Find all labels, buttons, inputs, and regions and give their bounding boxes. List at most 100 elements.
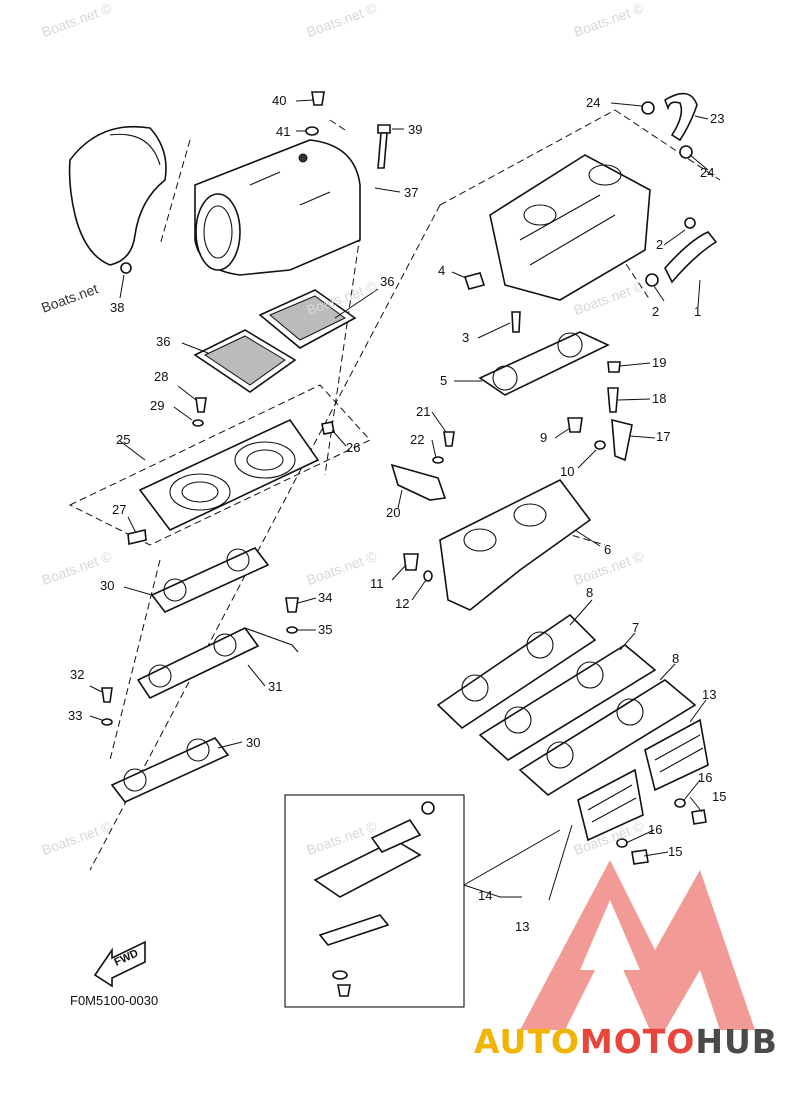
bolt-15-lower [631,849,649,865]
callout-6: 6 [604,542,612,557]
reed-valve-inset-box [284,794,465,1008]
gasket-5 [478,331,610,396]
callout-40: 40 [272,93,287,108]
washer-12-drawing [423,570,433,582]
callout-36-left: 36 [156,334,171,349]
brand-wordmark: AUTOMOTOHUB [474,1022,778,1061]
callout-31: 31 [268,679,283,694]
bolt-39-drawing [377,124,391,169]
callout-21: 21 [416,404,431,419]
plate-7 [478,644,657,761]
callout-29: 29 [150,398,165,413]
callout-30-upper: 30 [100,578,115,593]
callout-15-lower: 15 [668,844,683,859]
brand-part-hub: HUB [695,1022,778,1061]
callout-13-right: 13 [702,687,717,702]
bolt-11-drawing [403,553,419,571]
callout-30-lower: 30 [246,735,261,750]
intake-elbow-duct [68,125,167,274]
gasket-8-upper [436,613,597,730]
washer-16-upper [674,798,686,808]
bolt-15-upper [691,809,707,825]
callout-34: 34 [318,590,333,605]
callout-39: 39 [408,122,423,137]
washer-22-drawing [432,456,444,464]
bolt-32-drawing [101,687,113,703]
washer-29-drawing [192,419,204,427]
callout-27: 27 [112,502,127,517]
callout-20: 20 [386,505,401,520]
gasket-30-lower [110,737,230,803]
callout-16-lower: 16 [648,822,663,837]
clamp-2-upper [684,217,696,229]
flame-arrester-screens [193,289,357,393]
callout-16-upper: 16 [698,770,713,785]
callout-13-bottom: 13 [515,919,530,934]
callout-15-upper: 15 [712,789,727,804]
callout-1: 1 [694,304,702,319]
clamp-2-lower [645,273,659,287]
reed-valve-13-upper [644,718,709,792]
callout-36-right: 36 [380,274,395,289]
callout-22: 22 [410,432,425,447]
brand-part-moto: MOTO [579,1022,696,1061]
washer-35-drawing [286,626,298,634]
figure-code: F0M5100-0030 [70,993,159,1008]
callout-28: 28 [154,369,169,384]
gasket-8-lower [518,679,697,796]
screw-18-drawing [607,387,619,413]
hose-1-drawing [664,231,718,284]
fwd-arrow-icon [93,940,146,988]
washer-33-drawing [101,718,113,726]
callout-37: 37 [404,185,419,200]
clamp-24-lower [679,145,693,159]
spacer-31 [136,626,299,700]
callout-23: 23 [710,111,725,126]
callout-8-lower: 8 [672,651,680,666]
bracket-20-drawing [390,463,447,501]
bolt-34-drawing [285,597,299,613]
bracket-17-drawing [611,418,633,462]
callout-5: 5 [440,373,448,388]
callout-17: 17 [656,429,671,444]
callout-32: 32 [70,667,85,682]
fitting-26-drawing [321,421,335,435]
carburetor-assembly [489,154,651,301]
manifold-6 [439,478,592,611]
brand-part-auto: AUTO [474,1022,580,1061]
callout-19: 19 [652,355,667,370]
callout-38: 38 [110,300,125,315]
callout-33: 33 [68,708,83,723]
callout-12: 12 [395,596,410,611]
intake-manifold-25 [138,418,320,532]
callout-35: 35 [318,622,333,637]
callout-24-upper: 24 [586,95,601,110]
ring-41-drawing [305,126,319,136]
callout-7: 7 [632,620,640,635]
cap-40-drawing [311,91,325,106]
bolt-21-drawing [443,431,455,447]
callout-26: 26 [346,440,361,455]
leader-lines [89,99,709,901]
callout-41: 41 [276,124,291,139]
silencer-box [194,139,361,276]
stud-3-drawing [511,311,521,333]
bolt-28-drawing [195,397,207,413]
callout-18: 18 [652,391,667,406]
callout-4: 4 [438,263,446,278]
callout-14: 14 [478,888,493,903]
callout-9: 9 [540,430,548,445]
nut-4-drawing [463,272,486,290]
callout-8-upper: 8 [586,585,594,600]
pin-27-drawing [127,529,147,545]
callout-11: 11 [370,576,384,591]
clamp-24-upper [641,101,655,115]
gasket-30-upper [150,547,270,613]
reed-valve-13-lower [577,768,644,842]
reed-valve-exploded-inset [313,801,435,997]
washer-10-drawing [594,440,606,450]
brand-logo-icon [520,860,755,1030]
cap-19-drawing [607,361,621,373]
